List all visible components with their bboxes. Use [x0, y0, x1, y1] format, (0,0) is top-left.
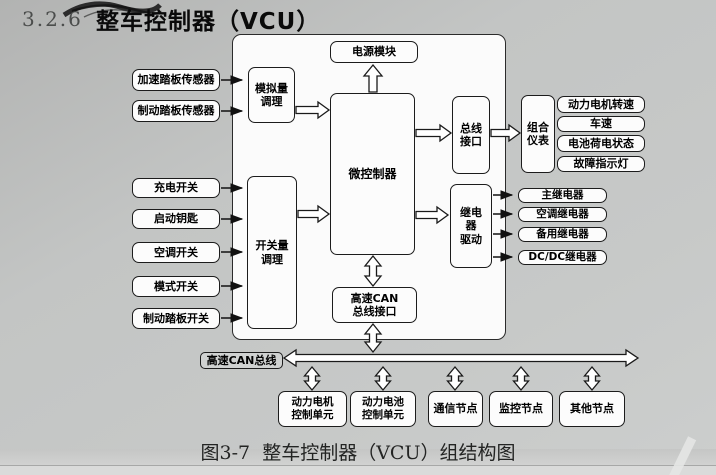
relay-dcdc: DC/DC继电器 — [518, 250, 607, 265]
block-switch-conditioning: 开关量 调理 — [247, 176, 297, 329]
node-monitoring: 监控节点 — [489, 391, 553, 427]
cluster-item-motor-speed: 动力电机转速 — [557, 96, 645, 113]
node-motor-control-unit: 动力电机 控制单元 — [278, 391, 347, 427]
relay-main: 主继电器 — [518, 188, 607, 203]
block-microcontroller: 微控制器 — [330, 93, 415, 255]
footer-band-bottom — [0, 465, 716, 475]
block-power-module: 电源模块 — [330, 41, 418, 63]
cluster-item-fault-lamp: 故障指示灯 — [557, 156, 645, 172]
section-number: 3.2.6 — [22, 7, 83, 31]
figure-caption: 图3-7 整车控制器（VCU）组结构图 — [200, 442, 516, 464]
input-start-key: 启动钥匙 — [132, 209, 220, 229]
page-title: 整车控制器（VCU） — [96, 9, 321, 35]
block-can-interface: 高速CAN 总线接口 — [332, 287, 417, 323]
node-communication: 通信节点 — [428, 391, 483, 427]
ink-brush-stroke-icon — [62, 1, 162, 18]
cluster-label: 组合 仪表 — [521, 95, 555, 173]
block-relay-driver: 继电 器 驱动 — [450, 184, 492, 268]
cluster-item-soc: 电池荷电状态 — [557, 135, 645, 152]
input-mode-switch: 模式开关 — [132, 276, 220, 297]
input-brake-pedal-switch: 制动踏板开关 — [132, 308, 220, 329]
block-analog-conditioning: 模拟量 调理 — [248, 67, 295, 123]
node-battery-control-unit: 动力电池 控制单元 — [350, 391, 416, 427]
relay-ac: 空调继电器 — [518, 207, 607, 222]
input-ac-switch: 空调开关 — [132, 242, 220, 263]
input-charge-switch: 充电开关 — [132, 178, 220, 198]
cluster-item-vehicle-speed: 车速 — [557, 116, 645, 132]
block-bus-interface: 总线 接口 — [452, 96, 490, 174]
input-brake-pedal-sensor: 制动踏板传感器 — [132, 100, 220, 122]
relay-backup: 备用继电器 — [518, 227, 607, 242]
can-bus-label: 高速CAN总线 — [200, 352, 283, 369]
input-accel-pedal-sensor: 加速踏板传感器 — [132, 69, 220, 91]
node-other: 其他节点 — [559, 391, 625, 427]
footer-band — [0, 449, 716, 465]
